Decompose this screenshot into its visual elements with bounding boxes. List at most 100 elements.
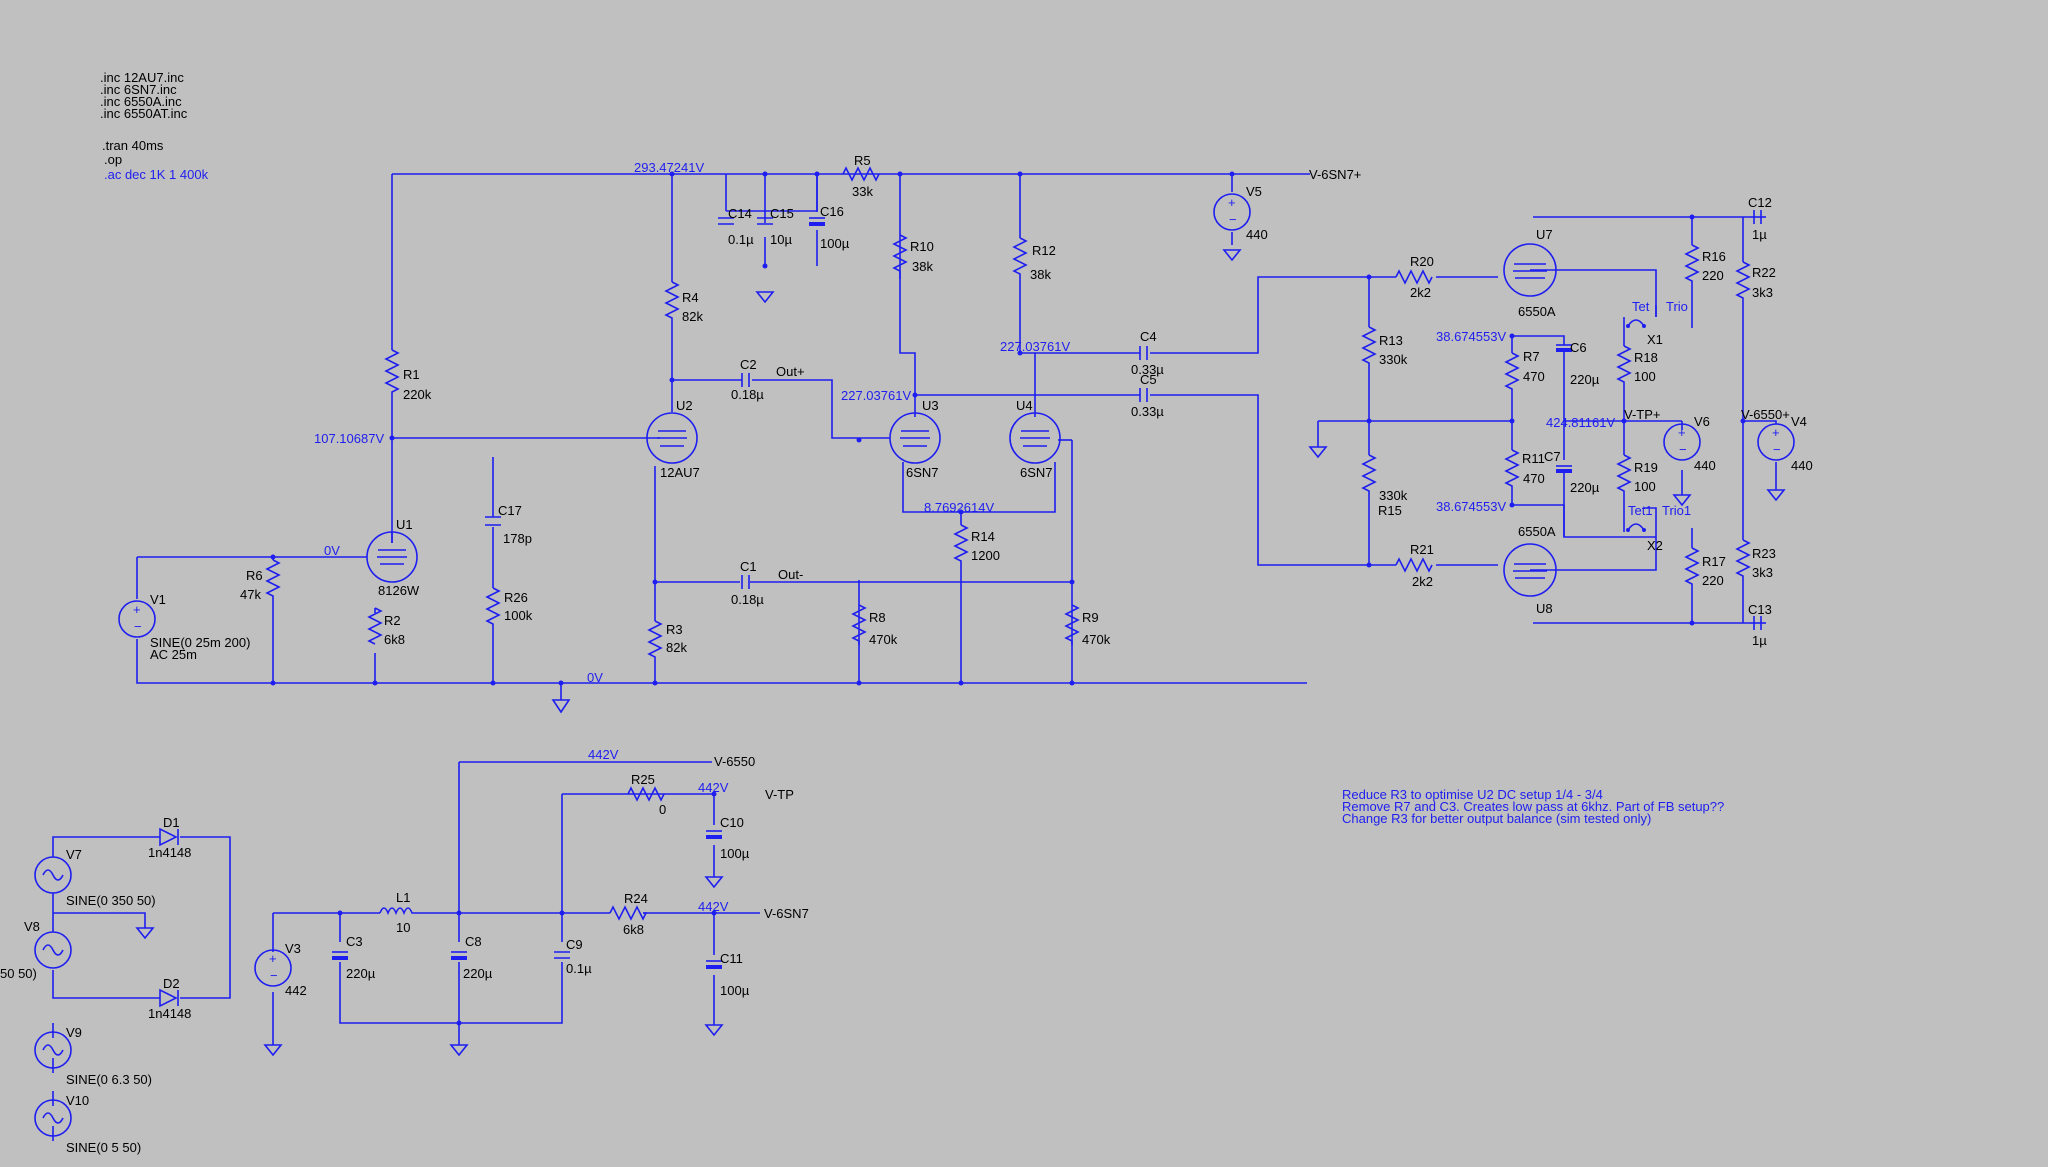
net-label: V-6SN7	[764, 906, 809, 921]
tubes	[366, 243, 1557, 597]
ground-icon	[135, 927, 155, 940]
component-value: 47k	[240, 587, 261, 602]
voltage-label: 442V	[698, 780, 729, 795]
design-notes[interactable]: Reduce R3 to optimise U2 DC setup 1/4 - …	[1342, 787, 1724, 826]
component-value: 220µ	[1570, 480, 1600, 495]
component-value: SINE(0 6.3 50)	[66, 1072, 152, 1087]
tube-u2	[646, 412, 698, 464]
component-value: 220k	[403, 387, 432, 402]
voltage-label: 442V	[588, 747, 619, 762]
voltage-label: 442V	[698, 899, 729, 914]
component-value: SINE(0 350 50)	[66, 893, 156, 908]
component-value: 330k	[1379, 352, 1408, 367]
ground-icon	[263, 1044, 283, 1057]
voltage-label: 38.674553V	[1436, 499, 1506, 514]
component-name: R25	[631, 772, 655, 787]
capacitor-c2	[741, 373, 750, 387]
tran-directive[interactable]: .tran 40ms	[102, 138, 164, 153]
component-name: V1	[150, 592, 166, 607]
net-label: Trio	[1666, 299, 1688, 314]
resistor-r8	[851, 604, 867, 645]
resistor-r2	[367, 607, 383, 645]
component-value: 220µ	[346, 966, 376, 981]
component-value: 1n4148	[148, 845, 191, 860]
capacitor-c14	[718, 217, 734, 225]
resistor-r19	[1616, 454, 1632, 495]
tube-u1	[366, 531, 418, 583]
misc-components	[159, 305, 1657, 1008]
component-value: 100µ	[720, 983, 750, 998]
source-v5: +−	[1213, 193, 1251, 231]
net-label: Out+	[776, 364, 805, 379]
component-name: R5	[854, 153, 871, 168]
component-name: C4	[1140, 329, 1157, 344]
voltage-label: 424.81161V	[1546, 415, 1615, 430]
source-v7	[34, 856, 72, 894]
resistor-r26	[485, 587, 501, 628]
component-name: R12	[1032, 243, 1056, 258]
node-voltages: 293.47241V 107.10687V 227.03761V 227.037…	[314, 160, 1615, 914]
voltage-label: 107.10687V	[314, 431, 384, 446]
component-value: 440	[1694, 458, 1716, 473]
component-value: 470k	[869, 632, 898, 647]
component-value: 1200	[971, 548, 1000, 563]
svg-text:−: −	[1773, 442, 1781, 457]
resistor-r16	[1684, 244, 1700, 285]
net-label: Tet1	[1628, 503, 1653, 518]
net-label: V-6550	[714, 754, 755, 769]
junction-dots	[270, 171, 1746, 1026]
component-value: 100k	[504, 608, 533, 623]
spice-directives[interactable]: .inc 12AU7.inc .inc 6SN7.inc .inc 6550A.…	[100, 70, 209, 182]
note-line[interactable]: Change R3 for better output balance (sim…	[1342, 811, 1651, 826]
inc-line[interactable]: .inc 6550A.inc	[100, 94, 182, 109]
component-name: R10	[910, 239, 934, 254]
component-labels: R1 220k R2 6k8 R3 82k R4 82k R5 33k R6 4…	[0, 153, 1813, 1155]
resistor-r11	[1504, 449, 1520, 490]
component-value: 440	[1246, 227, 1268, 242]
capacitor-c3-plate	[332, 956, 348, 960]
component-value: 470	[1523, 369, 1545, 384]
component-name: C11	[720, 951, 743, 966]
component-value: 1µ	[1752, 633, 1767, 648]
source-v6: +−	[1663, 423, 1701, 461]
component-value: 0	[659, 802, 666, 817]
component-value: 220µ	[463, 966, 493, 981]
component-name: D2	[163, 976, 180, 991]
component-name: V4	[1791, 414, 1807, 429]
capacitor-c16-plate	[809, 222, 825, 226]
component-value: 6550A	[1518, 524, 1556, 539]
component-name: R17	[1702, 554, 1726, 569]
note-line[interactable]: Reduce R3 to optimise U2 DC setup 1/4 - …	[1342, 787, 1603, 802]
component-name: R20	[1410, 254, 1434, 269]
component-name: R23	[1752, 546, 1776, 561]
ground-icon	[755, 291, 775, 304]
voltage-label: 293.47241V	[634, 160, 704, 175]
inc-line[interactable]: .inc 12AU7.inc	[100, 70, 184, 85]
op-directive[interactable]: .op	[104, 152, 122, 167]
capacitor-c1	[741, 575, 750, 589]
resistor-r6	[265, 559, 281, 600]
ac-directive[interactable]: .ac dec 1K 1 400k	[104, 167, 209, 182]
svg-text:+: +	[133, 602, 141, 617]
component-value: 8126W	[378, 583, 420, 598]
component-name: C17	[498, 503, 522, 518]
capacitor-c12	[1753, 210, 1762, 224]
component-value: SINE(0 25m 200)	[150, 635, 250, 650]
component-name: R2	[384, 613, 401, 628]
component-name: U1	[396, 517, 413, 532]
voltage-label: 8.7692614V	[924, 500, 994, 515]
component-value: 220	[1702, 268, 1724, 283]
component-value: 220µ	[1570, 372, 1600, 387]
voltage-label: 38.674553V	[1436, 329, 1506, 344]
component-value: 0.1µ	[566, 961, 592, 976]
resistor-r17	[1684, 547, 1700, 588]
inc-line[interactable]: .inc 6SN7.inc	[100, 82, 177, 97]
component-name: V9	[66, 1025, 82, 1040]
component-name: V5	[1246, 184, 1262, 199]
note-line[interactable]: Remove R7 and C3. Creates low pass at 6k…	[1342, 799, 1724, 814]
component-value: 10	[396, 920, 410, 935]
inc-line[interactable]: .inc 6550AT.inc	[100, 106, 188, 121]
component-value: 6550A	[1518, 304, 1556, 319]
capacitor-c8-plate	[451, 956, 467, 960]
